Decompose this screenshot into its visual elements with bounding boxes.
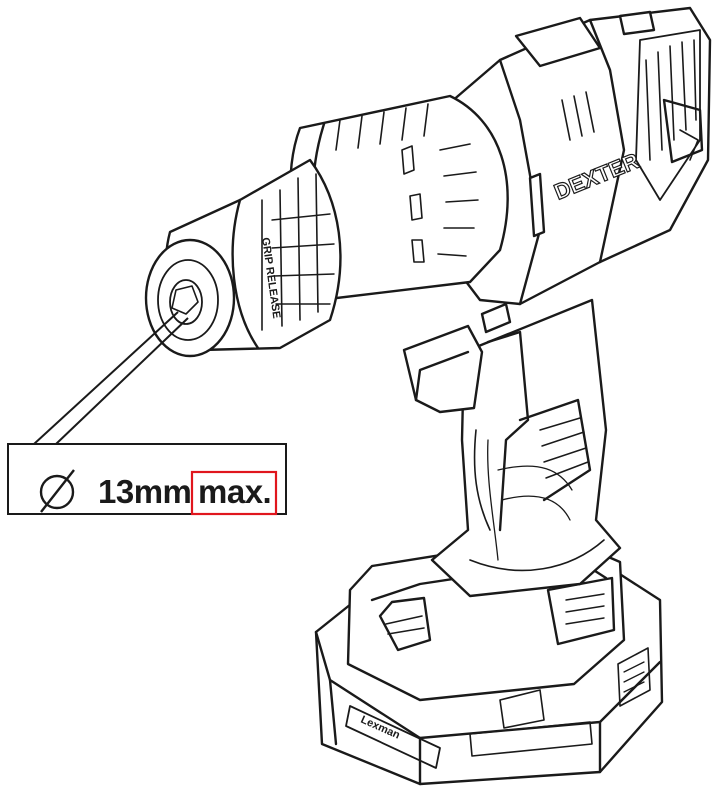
drill-illustration — [144, 6, 712, 786]
max-label: max. — [198, 473, 271, 510]
chuck — [144, 158, 342, 358]
trigger — [402, 302, 512, 414]
battery-pack — [314, 534, 664, 786]
diameter-value: 13mm — [98, 473, 191, 510]
leader-lines — [33, 311, 189, 445]
clutch-ring — [289, 94, 509, 302]
chuck-nose — [144, 238, 236, 358]
max-highlight-box — [190, 470, 278, 516]
diameter-symbol — [39, 469, 75, 513]
callout-box — [7, 443, 287, 515]
